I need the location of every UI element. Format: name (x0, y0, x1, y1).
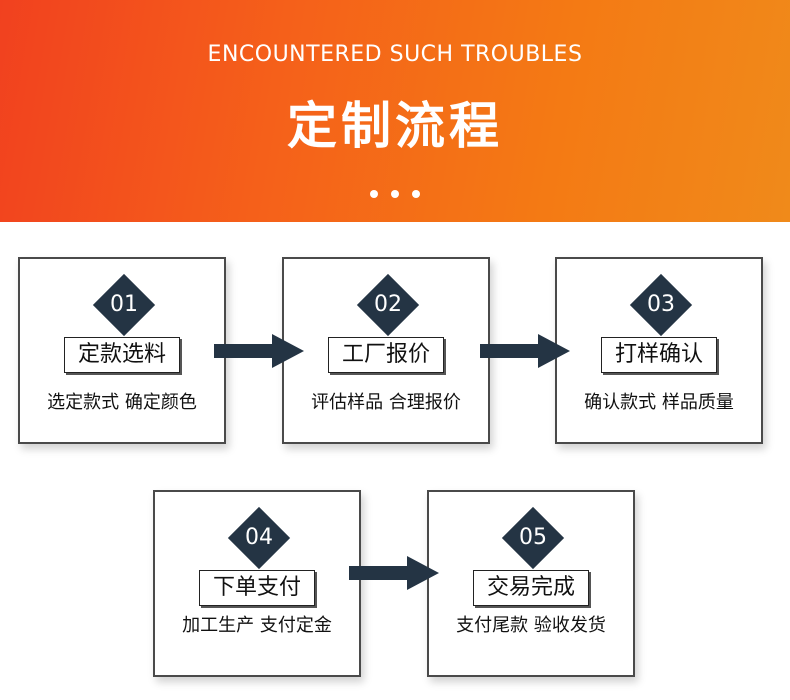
dot-icon (370, 190, 378, 198)
arrow-right-icon (214, 334, 304, 368)
step-label: 定款选料 (64, 337, 180, 373)
step-card-04: 04 下单支付 加工生产 支付定金 (153, 490, 361, 677)
dot-icon (412, 190, 420, 198)
dot-icon (391, 190, 399, 198)
step-label: 交易完成 (473, 570, 589, 606)
banner-subtitle: ENCOUNTERED SUCH TROUBLES (207, 42, 583, 67)
step-card-02: 02 工厂报价 评估样品 合理报价 (282, 257, 490, 444)
step-description: 加工生产 支付定金 (182, 615, 332, 636)
arrow-right-icon (480, 334, 570, 368)
step-number: 03 (647, 292, 675, 317)
step-number: 01 (110, 292, 138, 317)
step-description: 评估样品 合理报价 (311, 392, 461, 413)
step-number: 05 (519, 525, 547, 550)
step-description: 确认款式 样品质量 (584, 392, 734, 413)
arrow-right-icon (349, 556, 439, 590)
step-label: 工厂报价 (328, 337, 444, 373)
step-description: 支付尾款 验收发货 (456, 615, 606, 636)
banner-title: 定制流程 (287, 97, 503, 155)
banner-dots (370, 190, 420, 198)
step-label: 打样确认 (601, 337, 717, 373)
step-label: 下单支付 (199, 570, 315, 606)
step-description: 选定款式 确定颜色 (47, 392, 197, 413)
step-card-03: 03 打样确认 确认款式 样品质量 (555, 257, 763, 444)
step-card-05: 05 交易完成 支付尾款 验收发货 (427, 490, 635, 677)
step-number: 04 (245, 525, 273, 550)
step-card-01: 01 定款选料 选定款式 确定颜色 (18, 257, 226, 444)
header-banner: ENCOUNTERED SUCH TROUBLES 定制流程 (0, 0, 790, 222)
step-number: 02 (374, 292, 402, 317)
